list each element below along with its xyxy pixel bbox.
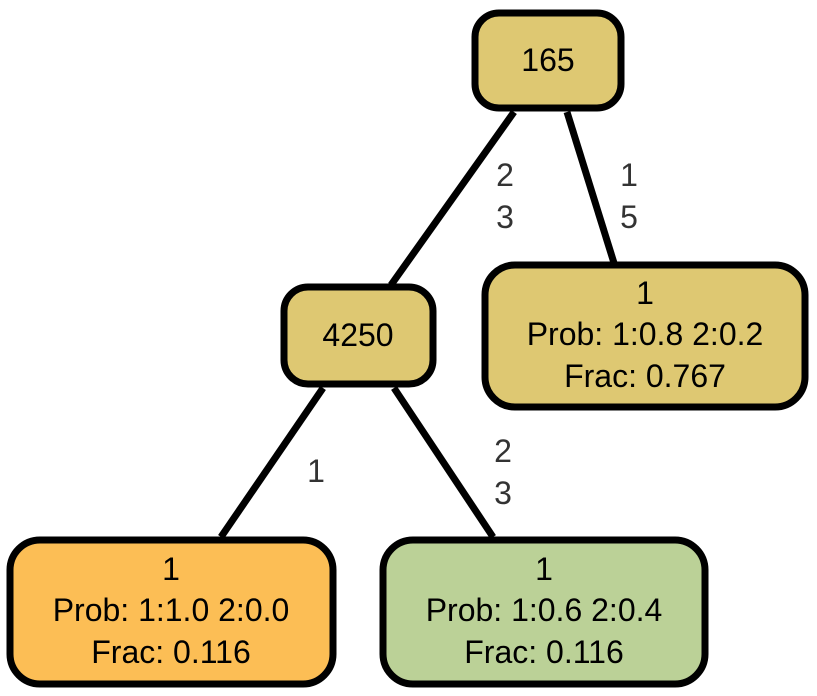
leaf-mid-box bbox=[379, 536, 709, 688]
leaf-left-frac: Frac: 0.116 bbox=[91, 634, 250, 670]
leaf-left: 1 Prob: 1:1.0 2:0.0 Frac: 0.116 bbox=[6, 536, 337, 688]
leaf-right-prob: Prob: 1:0.8 2:0.2 bbox=[527, 316, 764, 352]
edge-label-inner-leaf-mid-line2: 3 bbox=[494, 475, 512, 511]
leaf-left-prob: Prob: 1:1.0 2:0.0 bbox=[53, 592, 290, 628]
leaf-mid-frac: Frac: 0.116 bbox=[464, 634, 623, 670]
edge-inner-to-leaf-left bbox=[218, 386, 326, 539]
edge-label-root-inner-line1: 2 bbox=[496, 157, 514, 193]
leaf-right: 1 Prob: 1:0.8 2:0.2 Frac: 0.767 bbox=[481, 261, 809, 411]
edge-label-inner-leaf-left-line1: 1 bbox=[307, 453, 325, 489]
edge-label-inner-leaf-mid-line1: 2 bbox=[494, 433, 512, 469]
leaf-left-box bbox=[6, 536, 337, 688]
leaf-mid-prob: Prob: 1:0.6 2:0.4 bbox=[426, 592, 663, 628]
edge-root-to-leaf-right bbox=[563, 110, 618, 265]
node-root-label: 165 bbox=[521, 42, 574, 78]
edge-label-root-inner-line2: 3 bbox=[496, 199, 514, 235]
node-inner-box bbox=[280, 283, 437, 388]
node-inner: 4250 bbox=[280, 283, 437, 388]
node-inner-label: 4250 bbox=[322, 317, 393, 353]
leaf-mid-class: 1 bbox=[535, 551, 553, 587]
edge-label-root-leaf-right-line2: 5 bbox=[620, 199, 638, 235]
leaf-right-frac: Frac: 0.767 bbox=[564, 358, 726, 394]
leaf-right-box bbox=[481, 261, 809, 411]
edge-root-to-inner bbox=[388, 109, 517, 288]
leaf-right-class: 1 bbox=[636, 275, 654, 311]
edge-label-root-leaf-right-line1: 1 bbox=[620, 157, 638, 193]
leaf-left-class: 1 bbox=[162, 551, 180, 587]
node-root-box bbox=[471, 9, 625, 112]
node-root: 165 bbox=[471, 9, 625, 112]
edge-inner-to-leaf-mid bbox=[391, 386, 496, 539]
leaf-mid: 1 Prob: 1:0.6 2:0.4 Frac: 0.116 bbox=[379, 536, 709, 688]
